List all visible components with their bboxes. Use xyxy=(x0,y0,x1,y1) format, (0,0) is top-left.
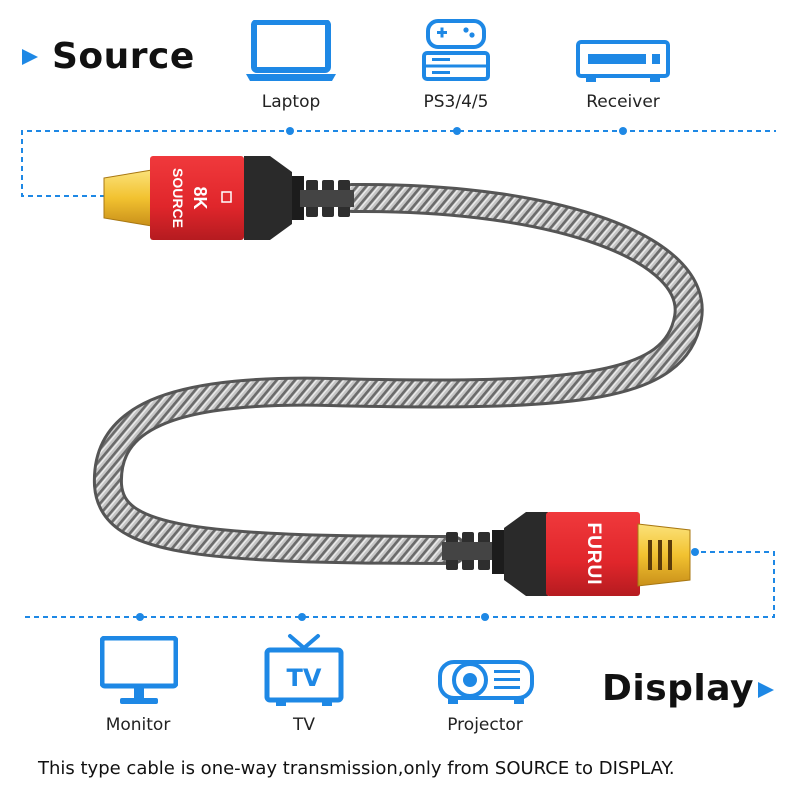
game-console-icon xyxy=(422,18,490,82)
svg-text:TV: TV xyxy=(287,664,322,692)
receiver-label: Receiver xyxy=(586,92,660,112)
source-connector-text: SOURCE xyxy=(170,168,186,228)
laptop-label: Laptop xyxy=(261,92,321,112)
projector-label: Projector xyxy=(447,715,523,735)
source-heading: Source xyxy=(52,36,195,77)
resolution-text: 8K xyxy=(190,186,210,209)
tv-label: TV xyxy=(292,715,315,735)
laptop-icon xyxy=(246,20,336,82)
ps-console-label: PS3/4/5 xyxy=(423,92,489,112)
source-connector: SOURCE 8K xyxy=(103,156,354,240)
footer-note: This type cable is one-way transmission,… xyxy=(38,758,675,779)
brand-text: FURUI xyxy=(583,522,604,585)
display-connector: FURUI xyxy=(442,512,691,596)
display-arrow-icon xyxy=(756,680,776,705)
flow-dashed-lines xyxy=(21,130,776,618)
receiver-icon xyxy=(576,40,670,84)
tv-icon: TV xyxy=(264,632,344,708)
flow-dots xyxy=(136,127,699,621)
display-heading: Display xyxy=(602,668,754,709)
source-arrow-icon xyxy=(20,47,40,72)
monitor-label: Monitor xyxy=(105,715,171,735)
monitor-icon xyxy=(100,636,178,706)
projector-icon xyxy=(438,654,534,706)
